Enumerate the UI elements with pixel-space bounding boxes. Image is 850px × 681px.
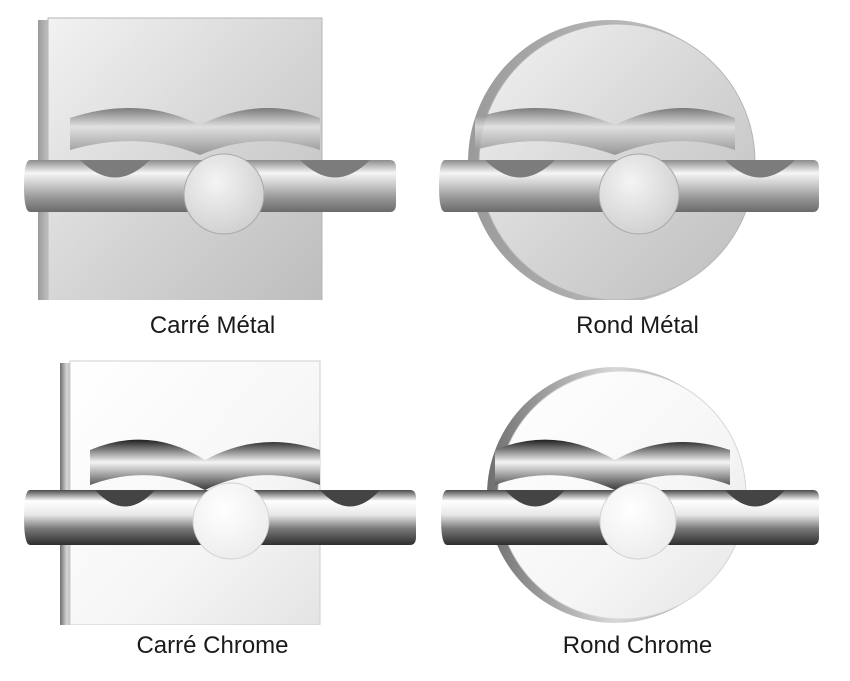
product-label: Rond Métal (576, 312, 699, 339)
square-chrome-hook-image (24, 360, 416, 625)
product-label: Rond Chrome (562, 632, 713, 659)
product-carre-metal: Carré Métal (0, 0, 425, 345)
product-label: Carré Métal (149, 312, 276, 339)
product-carre-chrome: Carré Chrome (0, 345, 425, 681)
product-rond-chrome: Rond Chrome (425, 345, 850, 681)
round-chrome-hook-image (441, 367, 819, 623)
product-label: Carré Chrome (136, 632, 289, 659)
product-rond-metal: Rond Métal (425, 0, 850, 345)
round-metal-hook-image (439, 20, 819, 300)
square-metal-hook-image (24, 17, 396, 300)
